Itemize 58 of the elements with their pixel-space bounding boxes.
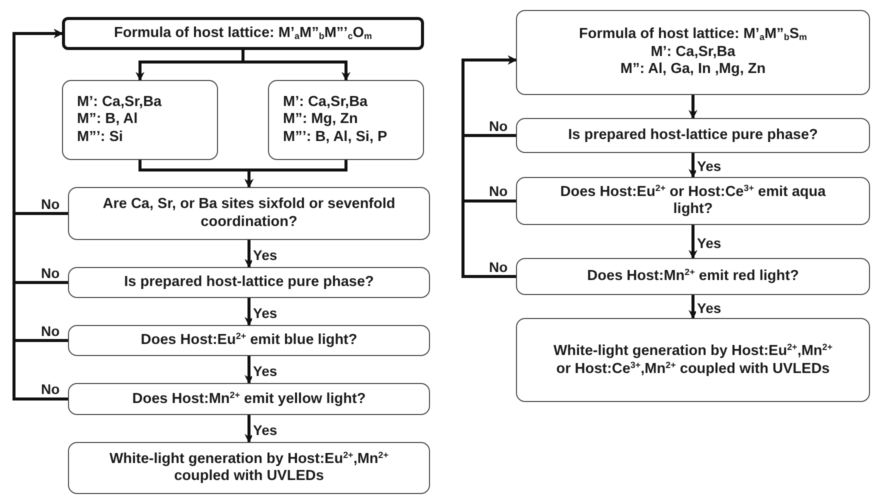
box-text: Does Host:Mn$^{2+}$ emit yellow light? [132,390,366,408]
edge-label: Yes [252,306,278,320]
edge-label: No [40,266,61,280]
edge-label: Yes [252,364,278,378]
edge-label: No [488,184,509,198]
process-box [62,80,218,160]
connector-arrow [244,160,348,188]
box-text: M”’: Si [77,128,123,146]
edge-label: No [40,324,61,338]
edge-label: Yes [696,236,722,250]
edge-label: Yes [696,159,722,173]
box-text: Formula of host lattice: M’$_{a}$M”$_{b}$M”’$_{c}$O$_{m}$ [114,24,372,42]
edge-label: Yes [696,300,722,314]
box-text: M”: Mg, Zn [283,111,358,129]
connector-arrow [688,295,698,319]
process-box [68,267,430,298]
box-text: M’: Ca,Sr,Ba [650,44,736,62]
connector-arrow [244,240,254,268]
connector-arrow [244,298,254,326]
box-text: Does Host:Eu$^{2+}$ emit blue light? [140,331,358,350]
box-text: M”’: B, Al, Si, P [283,128,388,146]
connector-arrow [688,225,698,259]
box-text: Is prepared host-lattice pure phase? [124,274,374,292]
edge-label: No [488,118,509,132]
process-box [516,318,870,402]
start-box [62,17,424,50]
box-text: M”: Al, Ga, In ,Mg, Zn [620,61,766,79]
process-box [68,442,430,494]
edge-label: No [40,382,61,396]
box-text: Does Host:Mn$^{2+}$ emit red light? [587,267,799,286]
box-text: Does Host:Eu$^{2+}$ or Host:Ce$^{3+}$ emit aqua light? [559,183,827,219]
process-box [516,177,870,225]
connector-arrow [688,153,698,178]
edge-label: No [40,196,61,210]
box-text: M”: B, Al [77,111,138,129]
connector-arrow [12,29,68,400]
process-box [68,187,430,240]
box-text: M’: Ca,Sr,Ba [283,94,368,112]
process-box [268,80,424,160]
edge-label: No [488,260,509,274]
connector-arrow [242,50,350,81]
process-box [516,10,870,95]
connector-arrow [244,356,254,384]
process-box [68,383,430,415]
edge-label: Yes [252,248,278,262]
process-box [516,258,870,295]
box-text: White-light generation by Host:Eu$^{2+}$,Mn$^{2+}$ or Host:Ce$^{3+}$,Mn$^{2+}$ coupled with UVLEDs [552,342,834,378]
box-text: White-light generation by Host:Eu$^{2+}$,Mn$^{2+}$ coupled with UVLEDs [108,450,390,486]
connector-arrow [462,56,517,278]
box-text: Is prepared host-lattice pure phase? [568,126,818,144]
edge-label: Yes [252,422,278,436]
process-box [516,118,870,153]
box-text: Are Ca, Sr, or Ba sites sixfold or sevenfold coordination? [102,196,396,231]
box-text: M’: Ca,Sr,Ba [77,94,162,112]
process-box [68,325,430,356]
box-text: Formula of host lattice: M’$_{a}$M”$_{b}$S$_{m}$ [579,26,807,44]
connector-arrow [244,415,254,443]
connector-arrow [688,95,698,119]
